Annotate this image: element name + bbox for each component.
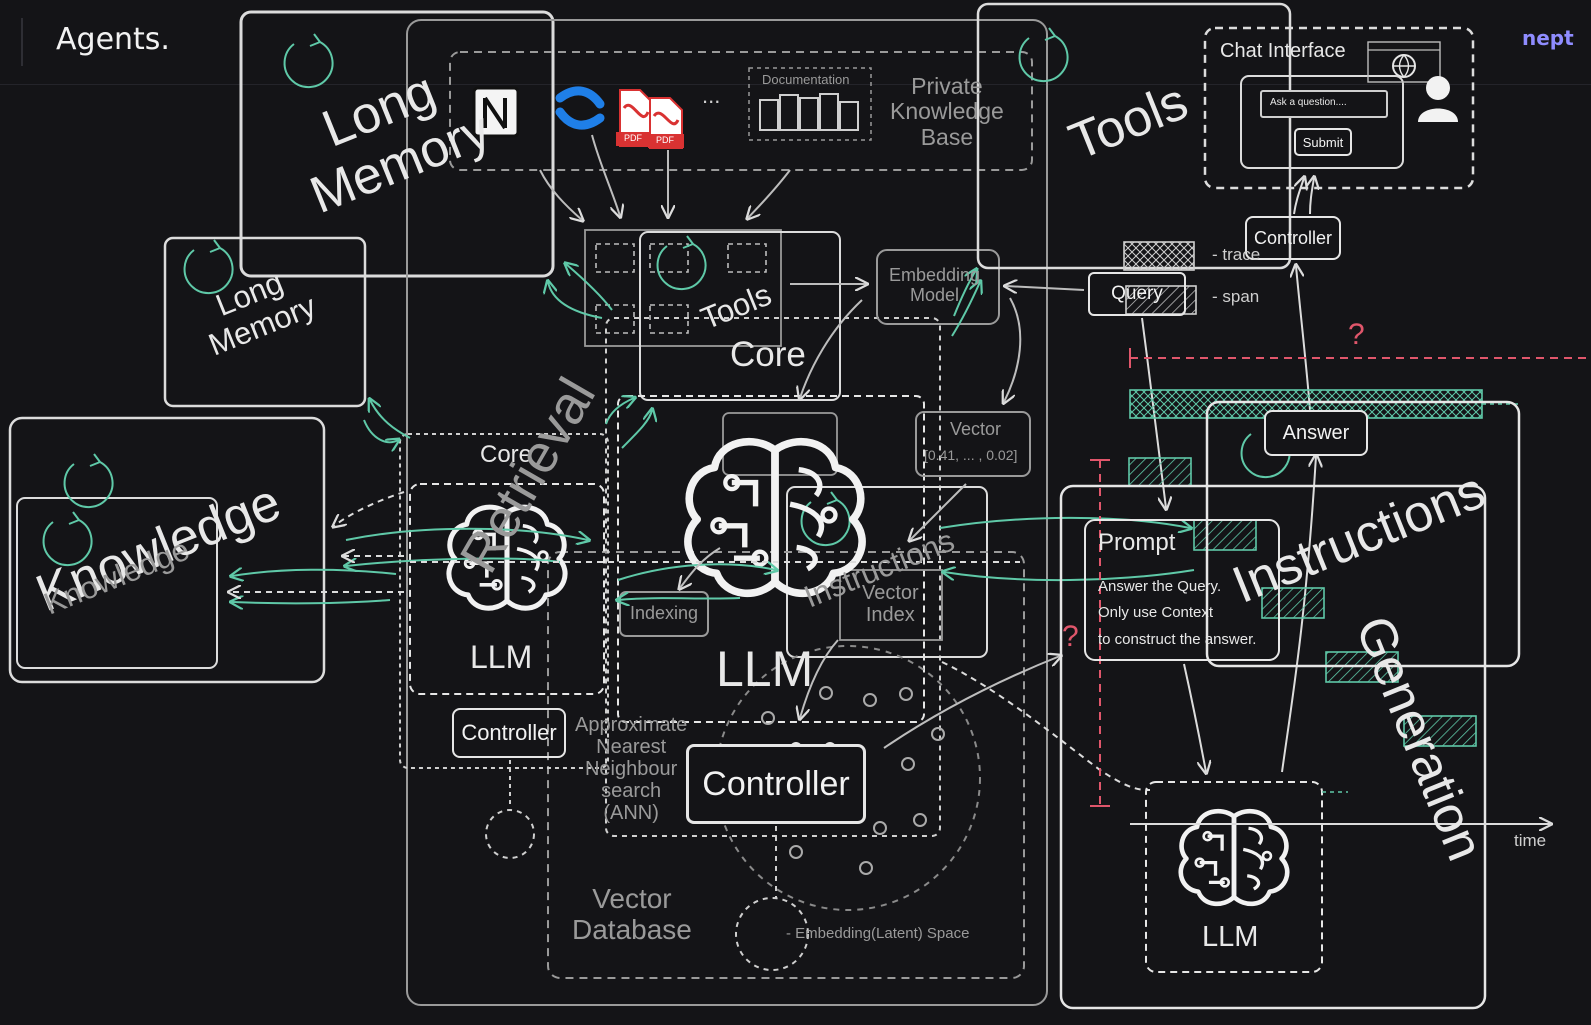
pdf-label: PDF [656, 135, 674, 145]
prompt-box [1084, 519, 1280, 661]
question-mark-left: ? [1062, 620, 1079, 653]
knowledge-big-box [8, 416, 326, 684]
brand-link[interactable]: nept [1522, 26, 1574, 50]
llm-brain-icon [1181, 811, 1287, 904]
embedding-space-circle [715, 645, 981, 911]
llm-bottom-box [1145, 781, 1323, 973]
vector-index-box [839, 569, 943, 641]
user-icon [1418, 76, 1458, 122]
core-center-box [605, 317, 941, 837]
vector-box-ghost [722, 412, 838, 476]
llm-left-label: LLM [470, 639, 533, 675]
span-bar [1193, 519, 1257, 551]
top-bar [0, 0, 1591, 85]
notion-icon [472, 86, 520, 138]
span-legend-label: - span [1212, 287, 1260, 306]
pdf-label: PDF [624, 133, 642, 143]
ingestion-box [584, 229, 782, 347]
ellipsis-label: ... [702, 83, 721, 108]
trace-legend-swatch [1123, 241, 1195, 271]
vector-box [915, 411, 1031, 477]
top-bar-divider [21, 18, 23, 66]
central-frame [406, 19, 1048, 1006]
private-kb-box [449, 51, 1033, 171]
long-memory-small-box [163, 236, 367, 408]
indexing-box [619, 591, 709, 637]
question-mark-top: ? [1348, 318, 1365, 351]
browser-window-icon [1367, 41, 1441, 83]
query-button[interactable]: Query [1088, 272, 1186, 316]
span-bar [1403, 715, 1477, 747]
prompt-text: Answer the Query. Only use Context to co… [1098, 578, 1257, 648]
generation-box [1059, 484, 1487, 1010]
brand-title: Agents. [56, 22, 170, 57]
vector-values-label: [0.41, ... , 0.02] [924, 447, 1018, 463]
long-memory-big-box [239, 10, 555, 278]
core-center-label: Core [730, 335, 806, 374]
vector-label: Vector [950, 419, 1002, 439]
cycle-icon [283, 33, 334, 89]
span-bar [1261, 587, 1325, 619]
core-left-label: Core [480, 441, 533, 468]
llm-left-box [409, 483, 605, 695]
ask-question-input[interactable] [1260, 90, 1388, 118]
time-axis-label: time [1514, 831, 1547, 850]
indexing-label: Indexing [630, 603, 699, 623]
chat-inner-box [1240, 75, 1404, 169]
embedding-space-label: - Embedding(Latent) Space [786, 925, 970, 942]
private-kb-label: Private Knowledge Base [890, 73, 1004, 150]
documentation-icon [759, 93, 859, 131]
documentation-label: Documentation [762, 72, 850, 87]
documentation-box [748, 67, 872, 141]
llm-center-label: LLM [716, 641, 814, 697]
trace-legend-label: - trace [1212, 245, 1261, 264]
cycle-icon [63, 453, 114, 509]
ann-label: Approximate Nearest Neighbour search (AN… [575, 714, 688, 824]
core-left-box [399, 433, 609, 769]
knowledge-small-box [16, 497, 218, 669]
span-bar [1128, 457, 1192, 487]
pdf-icon [616, 89, 684, 149]
latent-space-legend-circle [735, 897, 809, 971]
answer-button[interactable]: Answer [1264, 410, 1368, 456]
submit-button[interactable]: Submit [1294, 128, 1352, 156]
vector-index-label: Vector Index [862, 582, 919, 626]
llm-bottom-label: LLM [1202, 921, 1259, 953]
confluence-icon [555, 86, 605, 130]
instructions-right-box [1205, 400, 1521, 668]
llm-center-box [617, 395, 925, 723]
embedding-model-label: Embedding Model [889, 265, 981, 305]
vector-database-box [547, 551, 1025, 979]
ask-question-placeholder: Ask a question.... [1270, 97, 1347, 108]
chat-interface-label: Chat Interface [1220, 40, 1346, 62]
controller-left-button[interactable]: Controller [452, 708, 566, 758]
controller-right-button[interactable]: Controller [1245, 216, 1341, 260]
instructions-center-box [786, 486, 988, 658]
vector-database-label: Vector Database [572, 883, 692, 945]
embedding-model-box [876, 249, 1000, 325]
controller-center-button[interactable]: Controller [686, 744, 866, 824]
tools-center-box [639, 231, 841, 401]
prompt-title: Prompt [1098, 529, 1176, 556]
cycle-icon [1018, 27, 1069, 83]
